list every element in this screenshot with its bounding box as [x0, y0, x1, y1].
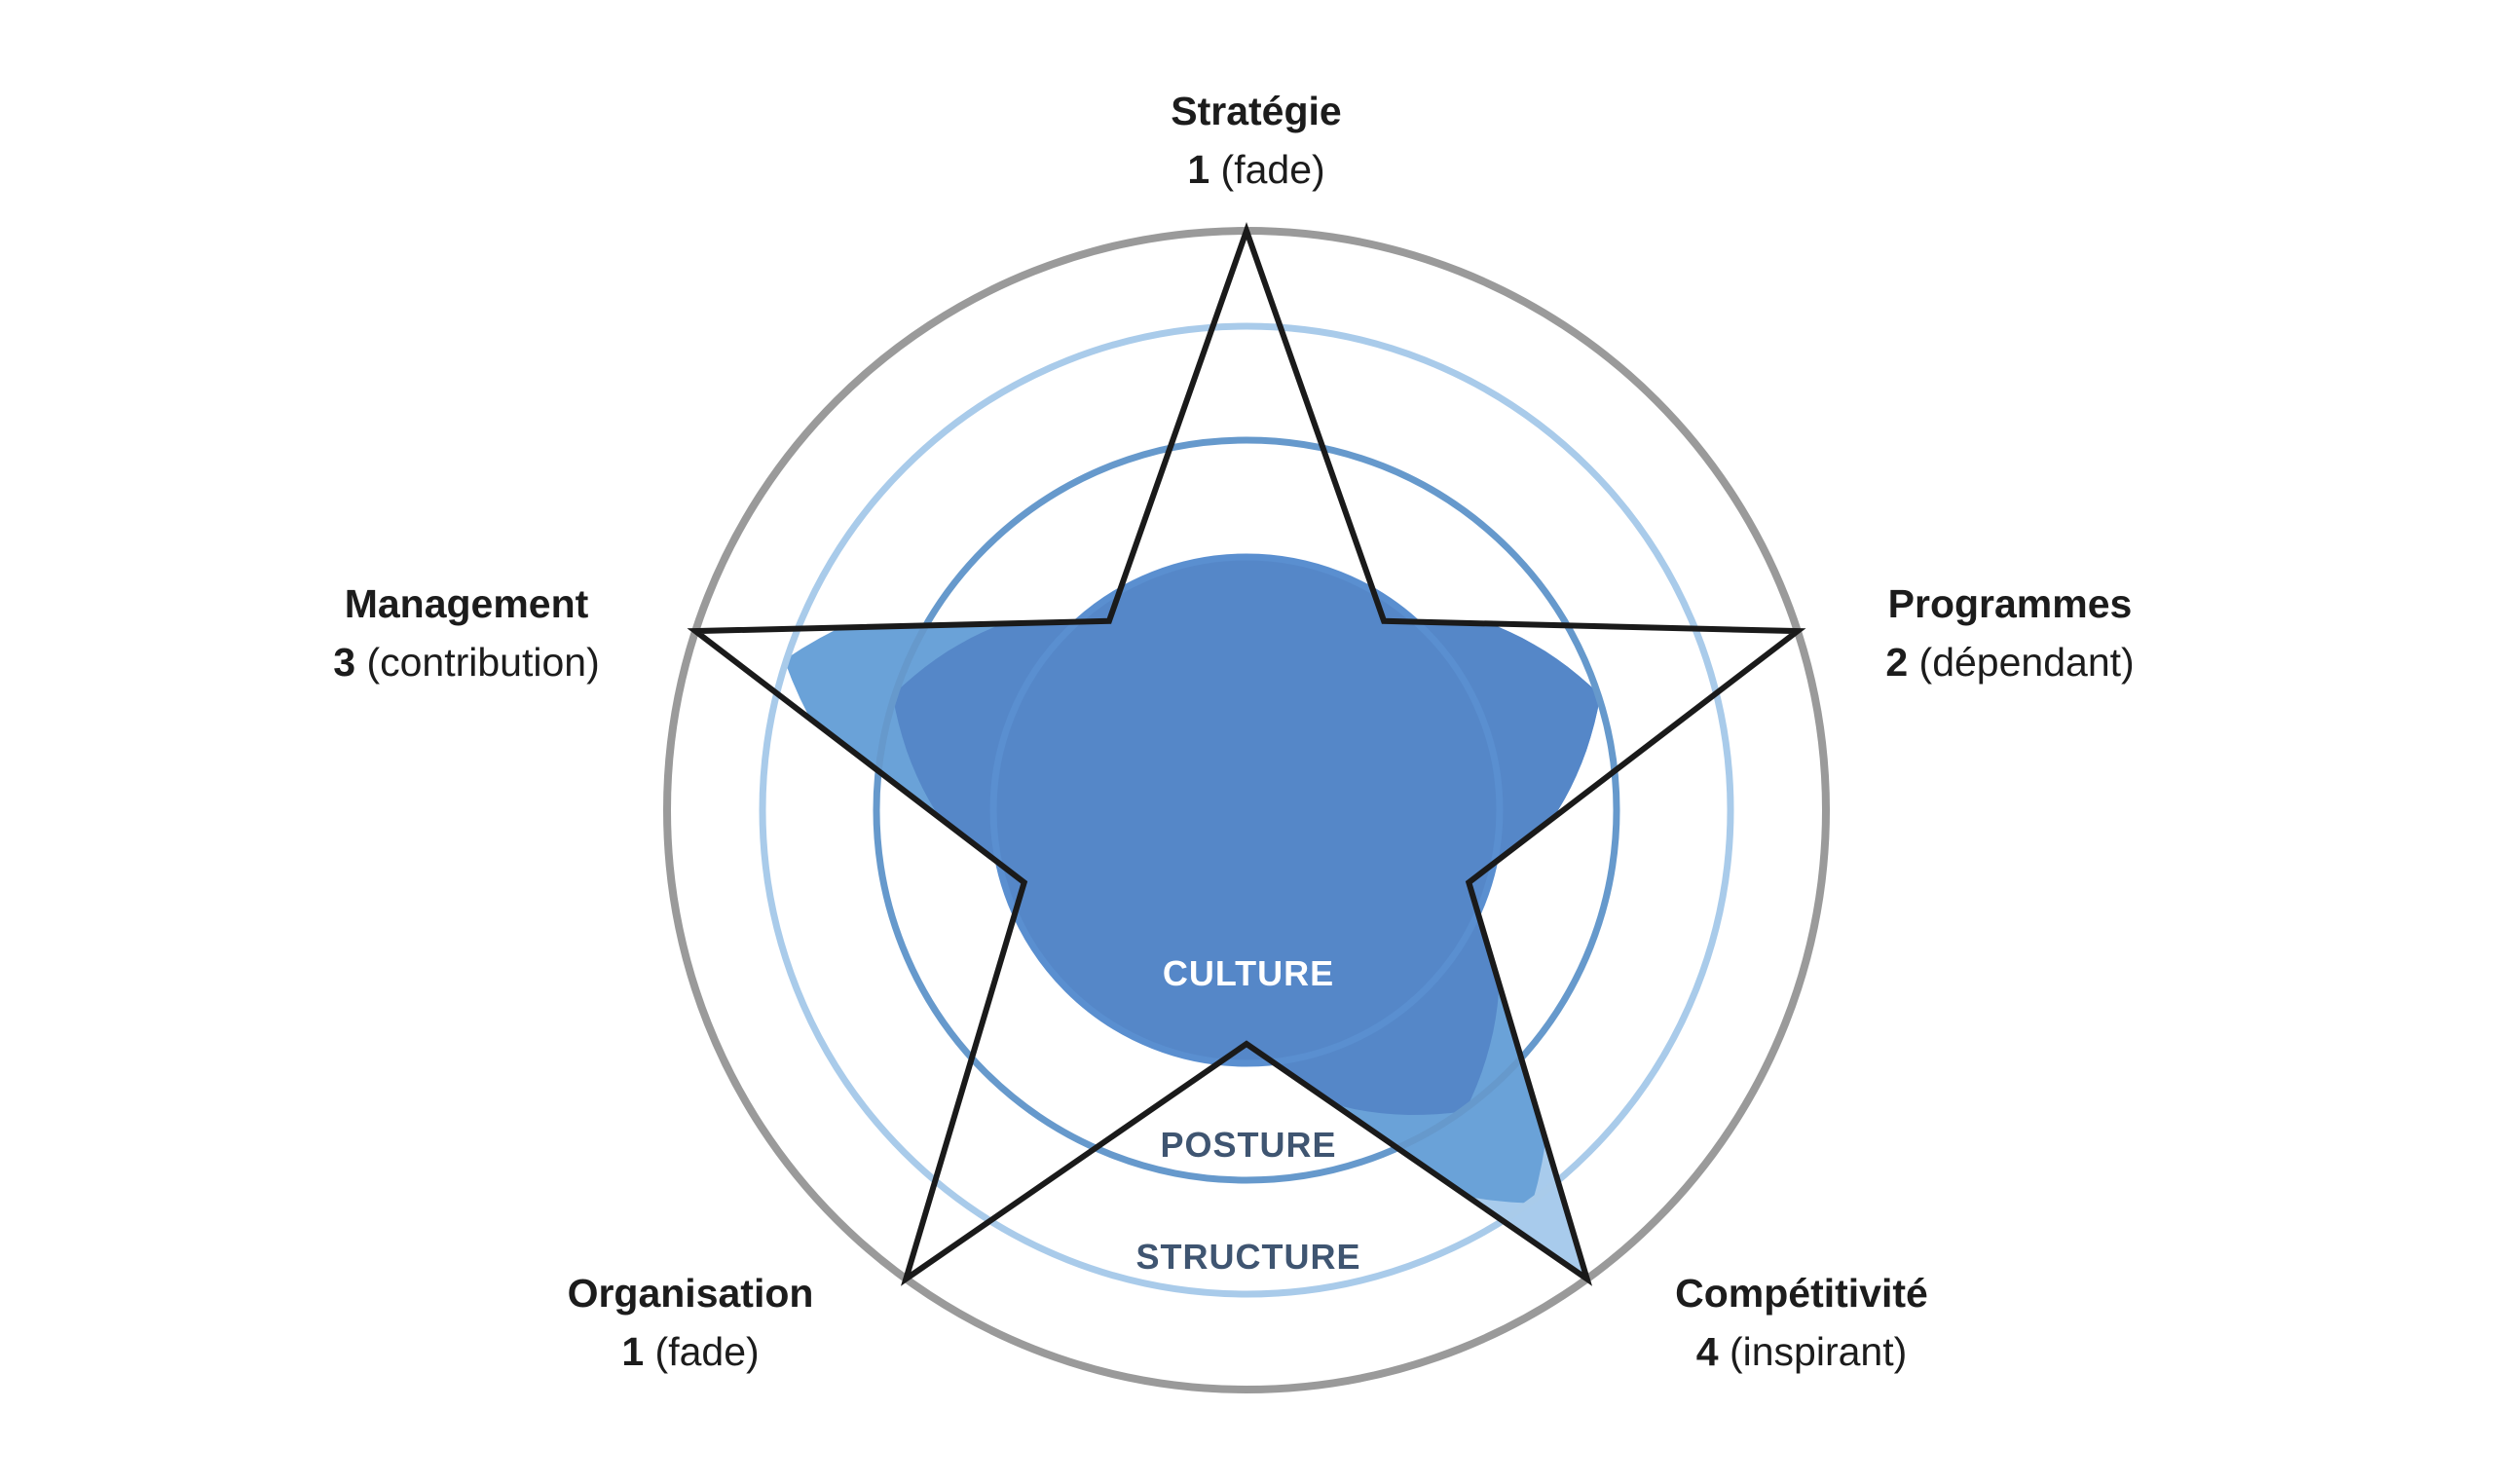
axis-level-text: (dépendant) [1918, 640, 2135, 685]
structure-ring [759, 322, 1734, 1298]
posture-ring [873, 436, 1620, 1184]
axis-label-programmes: Programmes 2 (dépendant) [1737, 575, 2283, 691]
axis-label-management: Management 3 (contribution) [194, 575, 739, 691]
culture-label: CULTURE [1163, 953, 1334, 993]
axis-name: Stratégie [1171, 89, 1342, 133]
posture-label: POSTURE [1160, 1125, 1336, 1165]
axis-label-competitivite: Compétitivité 4 (inspirant) [1529, 1264, 2074, 1381]
axis-level-text: (inspirant) [1729, 1329, 1908, 1374]
axis-level-text: (fade) [1220, 147, 1325, 192]
axis-score: 1 [1187, 147, 1210, 192]
axis-score: 1 [621, 1329, 645, 1374]
star-outline [687, 221, 1806, 1286]
axis-name: Organisation [567, 1271, 814, 1316]
axis-label-organisation: Organisation 1 (fade) [418, 1264, 963, 1381]
axis-level-text: (contribution) [366, 640, 600, 685]
axis-score: 2 [1885, 640, 1909, 685]
axis-label-strategie: Stratégie 1 (fade) [984, 82, 1529, 199]
axis-name: Management [344, 581, 589, 626]
axis-name: Programmes [1887, 581, 2133, 626]
axis-level-text: (fade) [654, 1329, 760, 1374]
structure-label: STRUCTURE [1136, 1237, 1361, 1277]
axis-name: Compétitivité [1675, 1271, 1928, 1316]
culture-disc [995, 559, 1498, 1061]
culture-ring [989, 553, 1504, 1067]
axis-score: 4 [1695, 1329, 1719, 1374]
axis-score: 3 [333, 640, 356, 685]
